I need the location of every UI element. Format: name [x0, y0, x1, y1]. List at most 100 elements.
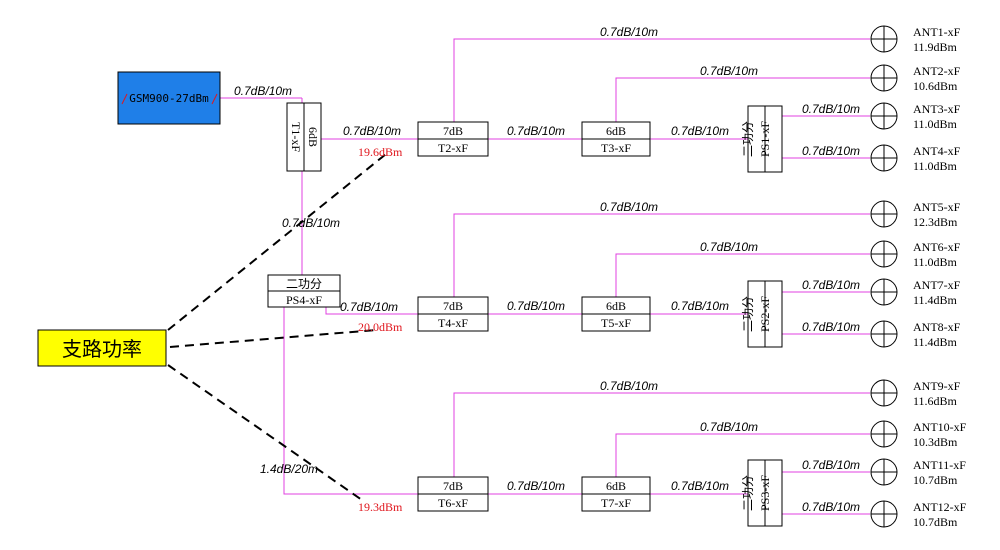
- antenna-power: 11.0dBm: [913, 159, 958, 173]
- splitter-ps4-type: 二功分: [286, 277, 322, 291]
- loss-t1-t2: 0.7dB/10m: [343, 124, 401, 138]
- antenna-name: ANT5-xF: [913, 200, 961, 214]
- antenna-power: 10.6dBm: [913, 79, 958, 93]
- coupler-t3[interactable]: 6dB T3-xF: [581, 121, 651, 157]
- splitter-ps3-label: PS3-xF: [758, 475, 772, 511]
- source-box[interactable]: [117, 71, 221, 125]
- coupler-t5[interactable]: 6dB T5-xF: [581, 296, 651, 332]
- coupler-t4-value: 7dB: [443, 299, 463, 313]
- loss-ps4-t4: 0.7dB/10m: [340, 300, 398, 314]
- source-mark-right: [211, 93, 218, 105]
- splitter-ps1-label: PS1-xF: [758, 121, 772, 157]
- cable-loss-labels: 0.7dB/10m 0.7dB/10m 0.7dB/10m 0.7dB/10m …: [234, 25, 860, 514]
- splitter-ps4[interactable]: 二功分 PS4-xF: [267, 274, 341, 308]
- callout-label: 支路功率: [62, 337, 142, 361]
- coupler-t7-label: T7-xF: [601, 496, 631, 510]
- antenna-group: ANT1-xF11.9dBmANT2-xF10.6dBmANT3-xF11.0d…: [870, 25, 967, 529]
- source-label: GSM900-27dBm: [129, 92, 209, 105]
- antenna-name: ANT12-xF: [913, 500, 967, 514]
- branch-power-t4: 20.0dBm: [358, 320, 403, 334]
- loss-t4-t5: 0.7dB/10m: [507, 299, 565, 313]
- branch-power-t2: 19.6dBm: [358, 145, 403, 159]
- loss-t7-ant10: 0.7dB/10m: [700, 420, 758, 434]
- antenna-power: 11.4dBm: [913, 293, 958, 307]
- coupler-t5-label: T5-xF: [601, 316, 631, 330]
- antenna-power: 10.7dBm: [913, 473, 958, 487]
- cable-t3-ant2: [615, 77, 870, 122]
- splitter-ps1-type: 二功分: [741, 121, 755, 157]
- callout-box: [37, 329, 167, 367]
- cable-ps4-t6: [283, 307, 418, 495]
- coupler-t2[interactable]: 7dB T2-xF: [417, 121, 489, 157]
- callout-pointers: [167, 153, 387, 501]
- antenna-power: 11.9dBm: [913, 40, 958, 54]
- signal-source[interactable]: GSM900-27dBm: [117, 71, 221, 125]
- coupler-t4-label: T4-xF: [438, 316, 468, 330]
- antenna-name: ANT7-xF: [913, 278, 961, 292]
- splitter-ps1[interactable]: 二功分 PS1-xF: [741, 105, 783, 173]
- splitter-ps2-type: 二功分: [741, 296, 755, 332]
- coupler-t6[interactable]: 7dB T6-xF: [417, 476, 489, 512]
- antenna-name: ANT8-xF: [913, 320, 961, 334]
- coupler-t1[interactable]: 6dB T1-xF: [286, 102, 322, 172]
- coupler-t3-label: T3-xF: [601, 141, 631, 155]
- antenna-name: ANT10-xF: [913, 420, 967, 434]
- loss-ps4-t6: 1.4dB/20m: [260, 462, 318, 476]
- pointer-branch1: [167, 153, 387, 331]
- cable-lines: [220, 38, 870, 515]
- cable-t2-ant1: [453, 38, 870, 122]
- antenna-power: 11.0dBm: [913, 117, 958, 131]
- antenna-power: 11.0dBm: [913, 255, 958, 269]
- coupler-t1-value: 6dB: [306, 127, 320, 147]
- antenna-power: 12.3dBm: [913, 215, 958, 229]
- antenna-name: ANT1-xF: [913, 25, 961, 39]
- loss-ps3-ant12: 0.7dB/10m: [802, 500, 860, 514]
- antenna-power: 10.7dBm: [913, 515, 958, 529]
- cable-t4-ant5: [453, 213, 870, 297]
- antenna-name: ANT11-xF: [913, 458, 966, 472]
- antenna-name: ANT3-xF: [913, 102, 961, 116]
- antenna-power: 10.3dBm: [913, 435, 958, 449]
- pointer-branch2: [169, 329, 377, 348]
- loss-t3-ant2: 0.7dB/10m: [700, 64, 758, 78]
- coupler-t2-label: T2-xF: [438, 141, 468, 155]
- antenna-power: 11.6dBm: [913, 394, 958, 408]
- loss-t6-t7: 0.7dB/10m: [507, 479, 565, 493]
- pointer-branch3: [167, 364, 363, 501]
- coupler-t2-value: 7dB: [443, 124, 463, 138]
- coupler-t6-label: T6-xF: [438, 496, 468, 510]
- loss-t1-ps4: 0.7dB/10m: [282, 216, 340, 230]
- loss-ps2-ant8: 0.7dB/10m: [802, 320, 860, 334]
- splitter-ps2[interactable]: 二功分 PS2-xF: [741, 280, 783, 348]
- cable-t7-ant10: [615, 433, 870, 477]
- antenna-name: ANT9-xF: [913, 379, 961, 393]
- loss-src-t1: 0.7dB/10m: [234, 84, 292, 98]
- loss-t2-ant1: 0.7dB/10m: [600, 25, 658, 39]
- coupler-t4[interactable]: 7dB T4-xF: [417, 296, 489, 332]
- loss-ps1-ant3: 0.7dB/10m: [802, 102, 860, 116]
- cable-t5-ant6: [615, 253, 870, 297]
- cable-t6-ant9: [453, 392, 870, 477]
- coupler-t3-value: 6dB: [606, 124, 626, 138]
- antenna-name: ANT2-xF: [913, 64, 961, 78]
- coupler-t6-value: 7dB: [443, 479, 463, 493]
- splitter-ps3[interactable]: 二功分 PS3-xF: [741, 459, 783, 527]
- loss-t2-t3: 0.7dB/10m: [507, 124, 565, 138]
- loss-t6-ant9: 0.7dB/10m: [600, 379, 658, 393]
- loss-ps2-ant7: 0.7dB/10m: [802, 278, 860, 292]
- loss-t4-ant5: 0.7dB/10m: [600, 200, 658, 214]
- coupler-t7[interactable]: 6dB T7-xF: [581, 476, 651, 512]
